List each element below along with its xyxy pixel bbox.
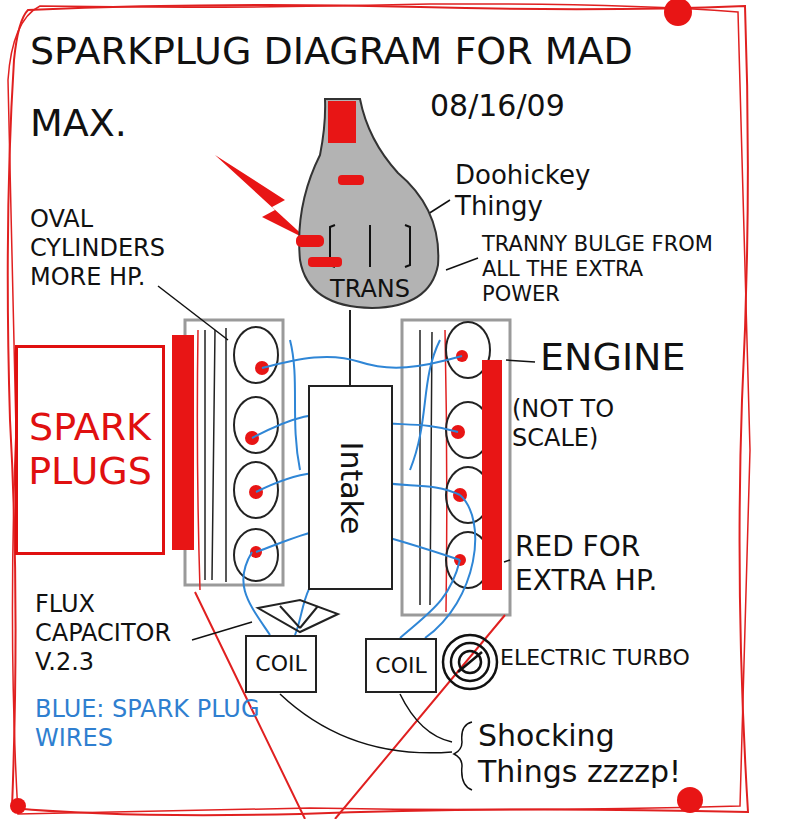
red-outline	[197, 330, 446, 612]
node-label: COIL	[375, 653, 426, 678]
node-label: TRANS	[330, 276, 410, 304]
oval-cylinder	[234, 462, 278, 518]
spark-plug-dots	[245, 350, 468, 566]
connecting-rod	[349, 310, 351, 385]
red-scribble	[308, 257, 342, 267]
spark-plug-wire	[243, 552, 270, 635]
leader-line	[428, 200, 450, 214]
turbo-symbol	[458, 652, 482, 672]
leader-line	[192, 622, 252, 640]
red-bar	[482, 360, 502, 590]
coil-box: COIL	[245, 635, 317, 693]
leader-line	[446, 258, 478, 270]
red-dot	[10, 798, 26, 814]
node-label: SPARK PLUGS	[24, 406, 156, 493]
transmission-outline	[299, 99, 438, 308]
node-label: Intake	[333, 441, 368, 534]
callout-note: OVAL CYLINDERS MORE HP.	[30, 205, 205, 291]
red-scribble	[328, 101, 356, 143]
node-label: COIL	[255, 651, 306, 676]
engine-bank	[185, 320, 283, 585]
label-box: SPARK PLUGS	[15, 345, 165, 555]
color-note: BLUE: SPARK PLUG WIRES	[35, 695, 265, 753]
brace	[454, 722, 472, 790]
spark-plug-wire	[400, 560, 460, 638]
red-scribble-border	[8, 4, 750, 814]
turbo-symbol	[459, 651, 481, 673]
oval-cylinder	[234, 529, 278, 581]
leader-line	[158, 286, 228, 340]
red-dot	[664, 0, 692, 26]
callout-note: TRANNY BULGE FROM ALL THE EXTRA POWER	[482, 232, 717, 308]
spark-plug-wire	[425, 495, 475, 638]
flux-capacitor-symbol	[258, 600, 338, 632]
leader-line	[504, 560, 510, 562]
coil-box: COIL	[365, 638, 437, 693]
spark-plug-wire	[410, 340, 440, 470]
transmission-shape: TRANS	[290, 95, 450, 310]
red-scribble	[338, 175, 364, 185]
intake-box: Intake	[308, 385, 393, 590]
leader-line	[280, 694, 452, 753]
red-scribble-border	[8, 5, 748, 815]
part-name: ENGINE	[540, 335, 730, 381]
red-bar	[172, 335, 194, 550]
callout-note: Shocking Things zzzzp!	[478, 718, 713, 790]
lightning-bolt	[215, 155, 308, 240]
bracket-marks	[330, 225, 410, 267]
turbo-symbol	[451, 643, 489, 681]
part-name: FLUX CAPACITOR V.2.3	[35, 590, 205, 676]
spark-plug-wire	[290, 340, 300, 470]
date-note: 08/16/09	[430, 88, 600, 124]
leader-line	[506, 360, 535, 362]
red-dot	[677, 787, 703, 813]
part-name: ELECTRIC TURBO	[500, 645, 735, 671]
turbo-symbol	[443, 635, 497, 689]
spark-plug-wires	[243, 340, 475, 638]
callout-note: Doohickey Thingy	[455, 160, 635, 222]
oval-cylinder	[234, 397, 278, 453]
scale-note: (NOT TO SCALE)	[512, 395, 647, 453]
bank-lines	[205, 328, 432, 605]
oval-cylinder	[234, 327, 278, 383]
leader-line	[400, 694, 452, 742]
red-scribble	[296, 235, 324, 247]
callout-note: RED FOR EXTRA HP.	[515, 530, 715, 597]
